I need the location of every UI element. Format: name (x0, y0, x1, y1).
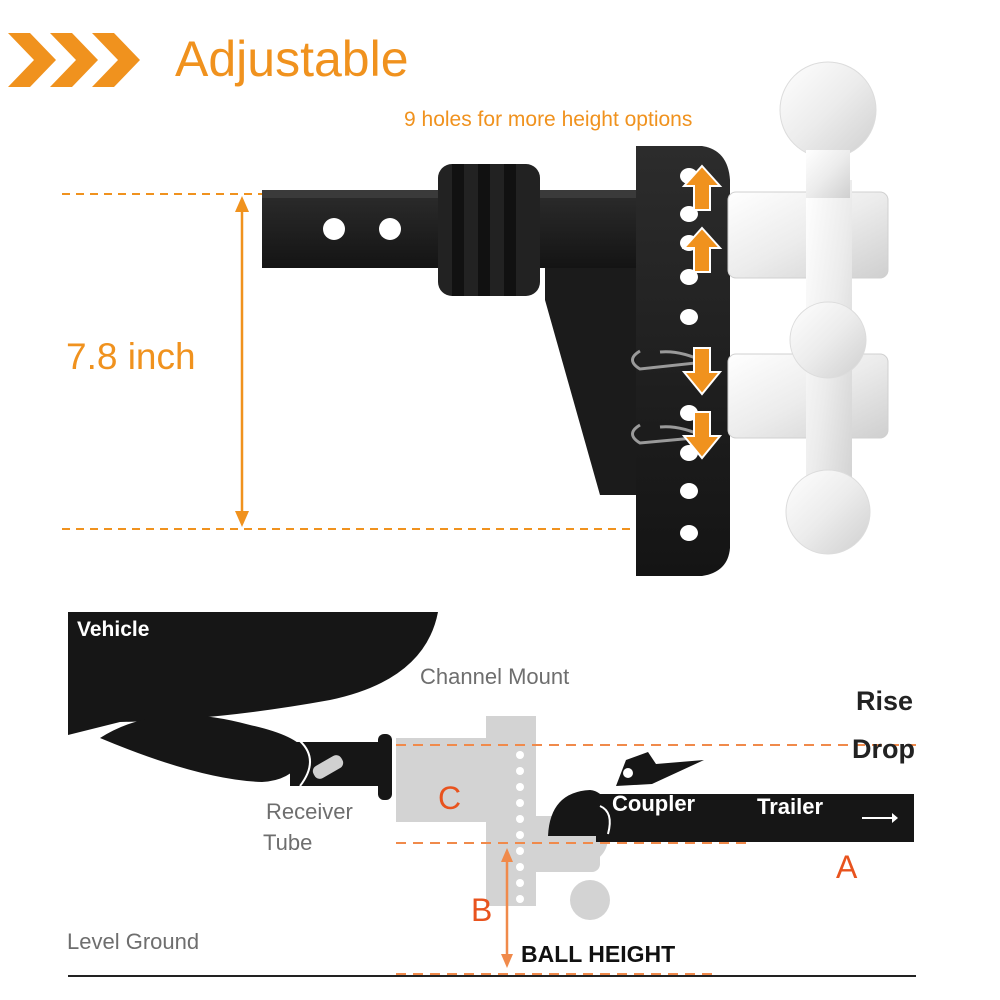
height-measurement-label: 7.8 inch (66, 336, 196, 377)
hitch-pins (631, 349, 711, 445)
rise-drop-lines (396, 744, 918, 975)
ball-height-label: BALL HEIGHT (521, 941, 676, 967)
receiver-label-line2: Tube (263, 830, 313, 855)
ball-height-arrow (501, 848, 513, 968)
chevron-right-icon (8, 33, 140, 87)
holes-caption: 9 holes for more height options (404, 108, 693, 131)
page-title: Adjustable (175, 31, 409, 87)
letter-a-label: A (836, 849, 858, 885)
level-ground-label: Level Ground (67, 929, 200, 954)
hitch-product (262, 61, 889, 576)
rise-label: Rise (856, 686, 914, 716)
letter-c-label: C (438, 780, 462, 816)
vehicle-label: Vehicle (77, 618, 150, 641)
trailer-coupler (548, 752, 914, 842)
letter-b-label: B (471, 892, 493, 928)
drop-label: Drop (852, 734, 915, 764)
channel-mount-label: Channel Mount (420, 664, 570, 689)
coupler-label: Coupler (612, 791, 696, 816)
receiver-tube (290, 734, 392, 800)
arrow-up-icon (681, 164, 723, 273)
arrow-down-icon (681, 347, 723, 460)
trailer-label: Trailer (757, 794, 824, 819)
receiver-label-line1: Receiver (266, 799, 353, 824)
vehicle-shape (68, 612, 438, 782)
